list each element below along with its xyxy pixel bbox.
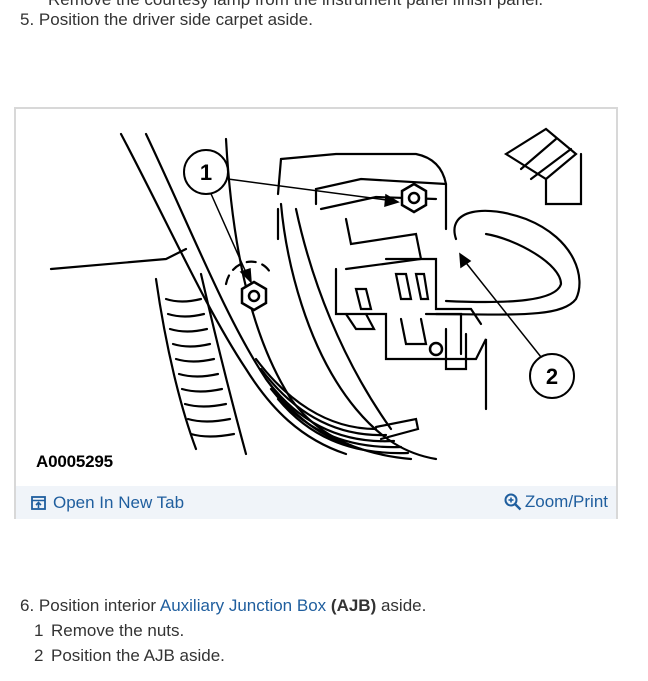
- step-5-text: 5. Position the driver side carpet aside…: [20, 10, 313, 29]
- ajb-abbreviation: (AJB): [330, 596, 377, 615]
- figure-panel: 1 2 A0005295 Open In New Tab Zoom/Print: [14, 107, 618, 519]
- zoom-print-link[interactable]: Zoom/Print: [504, 492, 608, 512]
- callout-2: 2: [546, 364, 558, 389]
- zoom-in-icon: [504, 493, 522, 511]
- step-6-prefix: 6. Position interior: [20, 596, 160, 615]
- figure-toolbar: Open In New Tab Zoom/Print: [16, 486, 616, 519]
- substep-number: 1: [34, 621, 44, 640]
- substep-text: Position the AJB aside.: [51, 646, 225, 665]
- open-in-new-tab-link[interactable]: Open In New Tab: [31, 493, 184, 513]
- cut-off-instruction: Remove the courtesy lamp from the instru…: [48, 0, 543, 10]
- open-in-new-tab-label: Open In New Tab: [53, 493, 185, 512]
- substep-1: 1 Remove the nuts.: [34, 621, 184, 641]
- step-6-suffix: aside.: [376, 596, 427, 615]
- zoom-print-label: Zoom/Print: [524, 492, 608, 511]
- step-6-text: 6. Position interior Auxiliary Junction …: [20, 596, 426, 616]
- figure-id-label: A0005295: [36, 452, 113, 471]
- substep-number: 2: [34, 646, 44, 665]
- callout-1: 1: [200, 160, 212, 185]
- substep-text: Remove the nuts.: [51, 621, 185, 640]
- substep-2: 2 Position the AJB aside.: [34, 646, 225, 666]
- auxiliary-junction-box-link[interactable]: Auxiliary Junction Box: [159, 596, 327, 615]
- diagram-illustration: 1 2: [49, 127, 583, 461]
- open-in-new-tab-icon: [31, 496, 46, 510]
